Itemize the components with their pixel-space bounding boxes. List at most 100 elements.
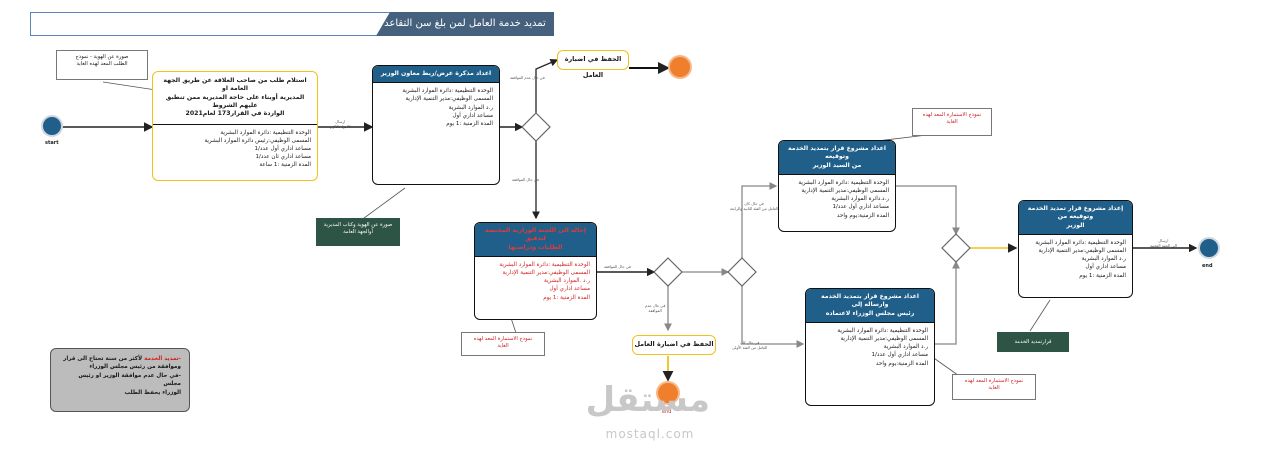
note-form-3: نموذج الاستمارة المعد لهذه الغاية xyxy=(952,374,1036,400)
node2-line: ر.د الموارد البشرية xyxy=(448,104,493,111)
edge-label-lower-branch: في حال كان العامل من الفئة الأولى xyxy=(732,340,767,350)
process-receive-request-title: استلام طلب من صاحب العلاقة عن طريق الجهة… xyxy=(153,72,317,125)
note-tail-photo-id xyxy=(102,81,157,91)
node4-line: ر.د.دائرة الموارد البشرية xyxy=(831,196,889,203)
note-line: الطلب المعد لهذه الغاية xyxy=(76,61,128,68)
node6-line: المسمى الوظيفي:مدير التنمية الإدارية xyxy=(1038,248,1126,255)
note-tail-form1 xyxy=(510,317,517,334)
node1-header-line: استلام طلب من صاحب العلاقة عن طريق الجهة… xyxy=(163,77,307,93)
edge-label-line: ارسال xyxy=(1158,238,1169,243)
process-refer-committee: إحالة الى اللجنة الوزارية المختصة لتدقيق… xyxy=(474,222,597,320)
watermark-domain: mostaql.com xyxy=(605,427,695,441)
node2-line: المسمى الوظيفي:مدير التنمية الإدارية xyxy=(405,96,493,103)
edge-label-line: الى الجهة المعنية xyxy=(1150,243,1177,248)
node4-header-line: من السيد الوزير xyxy=(812,161,862,169)
edge-label-line: العامل من الفئة الأولى xyxy=(732,345,768,350)
note-line: نموذج الاستمارة المعد لهذه xyxy=(473,336,533,342)
node3-header-line: الطلبات ودراستها xyxy=(508,243,563,251)
diagram-title: تمديد خدمة العامل لمن بلغ سن التقاعد xyxy=(376,12,554,36)
edge-label-line: الموافقة xyxy=(648,308,662,313)
node3-line: المدة الزمنية :1 يوم xyxy=(543,294,590,301)
edge-diamond1-archive xyxy=(535,58,559,113)
edge-diamond3-node4 xyxy=(741,182,778,258)
node6-header-line: الوزير xyxy=(1066,221,1085,229)
node5-line: المدة الزمنية:يوم واحد xyxy=(875,360,928,367)
edge-label-line: في حال كان xyxy=(744,201,764,206)
decision-diamond-1 xyxy=(521,112,551,142)
edge-label-line: العامل من الفئة الثانية والرابعة xyxy=(730,206,779,211)
note-line: نموذج الاستمارة المعد لهذه xyxy=(922,112,982,118)
info-note-line: الوزراء يحفظ الطلب xyxy=(124,389,181,396)
node1-line: المسمى الوظيفي:رئيس دائرة الموارد البشري… xyxy=(204,137,311,144)
info-note-line: -في حال عدم موافقة الوزير او رئيس مجلس xyxy=(78,372,181,388)
node3-line: مساعد اداري أول xyxy=(549,286,590,293)
node1-line: المدة الزمنية :1 ساعة xyxy=(259,162,311,169)
info-note-text: لأكثر من سنة تحتاج الى قرار xyxy=(63,356,143,362)
node1-header-line: المديرية أوبناء على حاجة المديرية ممن تن… xyxy=(165,93,305,110)
node4-line: الوحدة التنظيمية :دائرة الموارد البشرية xyxy=(798,180,889,187)
node2-line: الوحدة التنظيمية :دائرة الموارد البشرية xyxy=(402,88,493,95)
process-final-decision: إعداد مشروع قرار تمديد الخدمة وتوقيعه من… xyxy=(1018,200,1133,298)
note-line: الغاية xyxy=(946,119,958,126)
edge-label-approval-right: في حال الموافقة xyxy=(604,264,631,269)
node4-header-line: اعداد مشروع قرار بتمديد الخدمة وتوقيعه xyxy=(788,145,886,161)
info-note-highlight: -تمديد الخدمة xyxy=(144,356,181,362)
process-minister-decision-body: الوحدة التنظيمية :دائرة الموارد البشرية … xyxy=(779,175,895,220)
diagram-title-frame: تمديد خدمة العامل لمن بلغ سن التقاعد xyxy=(30,12,554,36)
edge-label-line: في حال عدم xyxy=(645,303,666,308)
note-line: الغاية xyxy=(497,343,509,350)
decision-diamond-3 xyxy=(727,257,757,287)
watermark-logo: مستقل xyxy=(585,380,710,420)
edge-label-line: في حال كان xyxy=(739,340,760,345)
edge-diamond3-node5 xyxy=(741,286,805,348)
process-refer-committee-body: الوحدة التنظيمية :دائرة الموارد البشرية … xyxy=(475,257,596,302)
node3-line: ر.د .الموارد البشرية xyxy=(543,278,590,285)
info-note-line: وموافقة من رئيس مجلس الوزراء xyxy=(89,364,181,371)
node3-line: الوحدة التنظيمية :دائرة الموارد البشرية xyxy=(499,262,590,269)
process-final-decision-title: إعداد مشروع قرار تمديد الخدمة وتوقيعه من… xyxy=(1019,201,1132,236)
process-refer-committee-title: إحالة الى اللجنة الوزارية المختصة لتدقيق… xyxy=(475,223,596,258)
note-decision: قرارتمديد الخدمة xyxy=(997,332,1069,352)
note-tail-photo-book xyxy=(359,187,406,222)
process-pm-decision-title: اعداد مشروع قرار بتمديد الخدمة وارساله إ… xyxy=(806,289,934,324)
node1-header-line: الواردة في القرار173 لعام2021 xyxy=(185,110,285,118)
note-line: نموذج الاستمارة المعد لهذه xyxy=(964,378,1024,384)
decision-diamond-2 xyxy=(653,257,683,287)
note-line: صورة عن الهوية وكتاب المديرية xyxy=(323,222,393,228)
archive-bottom: الحفظ في اضبارة العامل xyxy=(632,335,716,355)
edge-label-send-end: ارسال الى الجهة المعنية xyxy=(1150,238,1177,248)
node5-header-line: اعداد مشروع قرار بتمديد الخدمة وارساله إ… xyxy=(821,293,919,309)
process-minister-decision: اعداد مشروع قرار بتمديد الخدمة وتوقيعه م… xyxy=(778,140,896,232)
note-form-1: نموذج الاستمارة المعد لهذه الغاية xyxy=(461,332,545,356)
node5-line: الوحدة التنظيمية :دائرة الموارد البشرية xyxy=(837,328,928,335)
start-node xyxy=(41,115,63,137)
edge-label-approval-down: في حال الموافقة xyxy=(512,177,539,182)
edge-label-send: ارسال للاجراء اللازم xyxy=(330,119,351,129)
process-prepare-memo: اعداد مذكرة عرض/ربط معاون الوزير الوحدة … xyxy=(372,65,500,185)
edge-label-upper-branch: في حال كان العامل من الفئة الثانية والرا… xyxy=(730,201,778,211)
edge-label-line: للاجراء اللازم xyxy=(330,124,351,129)
process-receive-request-body: الوحدة التنظيمية :دائرة الموارد البشرية … xyxy=(153,125,317,170)
node6-line: ر.د الموارد البشرية xyxy=(1081,256,1126,263)
node1-line: مساعد اداري ثان عدد/1 xyxy=(255,154,311,161)
node2-line: مساعد اداري أول xyxy=(452,112,493,119)
node4-line: مساعد اداري أول عدد/1 xyxy=(832,204,889,211)
archive-top: الحفظ في اضبارة العامل xyxy=(557,50,629,79)
end-node-top xyxy=(668,55,692,79)
node6-line: الوحدة التنظيمية :دائرة الموارد البشرية xyxy=(1035,240,1126,247)
edge-label-no-approval-bottom: في حال عدم الموافقة xyxy=(645,303,665,313)
edge-label-line: ارسال xyxy=(335,119,346,124)
process-final-decision-body: الوحدة التنظيمية :دائرة الموارد البشرية … xyxy=(1019,235,1132,280)
node5-line: مساعد اداري أول عدد/1 xyxy=(871,352,928,359)
note-line: الغاية xyxy=(988,385,1000,392)
node5-line: ر.د الموارد البشرية xyxy=(883,344,928,351)
info-note-line: -تمديد الخدمة لأكثر من سنة تحتاج الى قرا… xyxy=(59,355,181,363)
note-tail-decision xyxy=(1029,299,1051,332)
node2-line: المدة الزمنية :1 يوم xyxy=(446,120,493,127)
edge-label-no-approval-top: في حال عدم الموافقة xyxy=(510,75,545,80)
process-minister-decision-title: اعداد مشروع قرار بتمديد الخدمة وتوقيعه م… xyxy=(779,141,895,176)
node5-header-line: رئيس مجلس الوزراء لاعتماده xyxy=(825,309,915,317)
node5-line: المسمى الوظيفي:مدير التنمية الإدارية xyxy=(840,336,928,343)
node4-line: المسمى الوظيفي:مدير التنمية الإدارية xyxy=(801,188,889,195)
